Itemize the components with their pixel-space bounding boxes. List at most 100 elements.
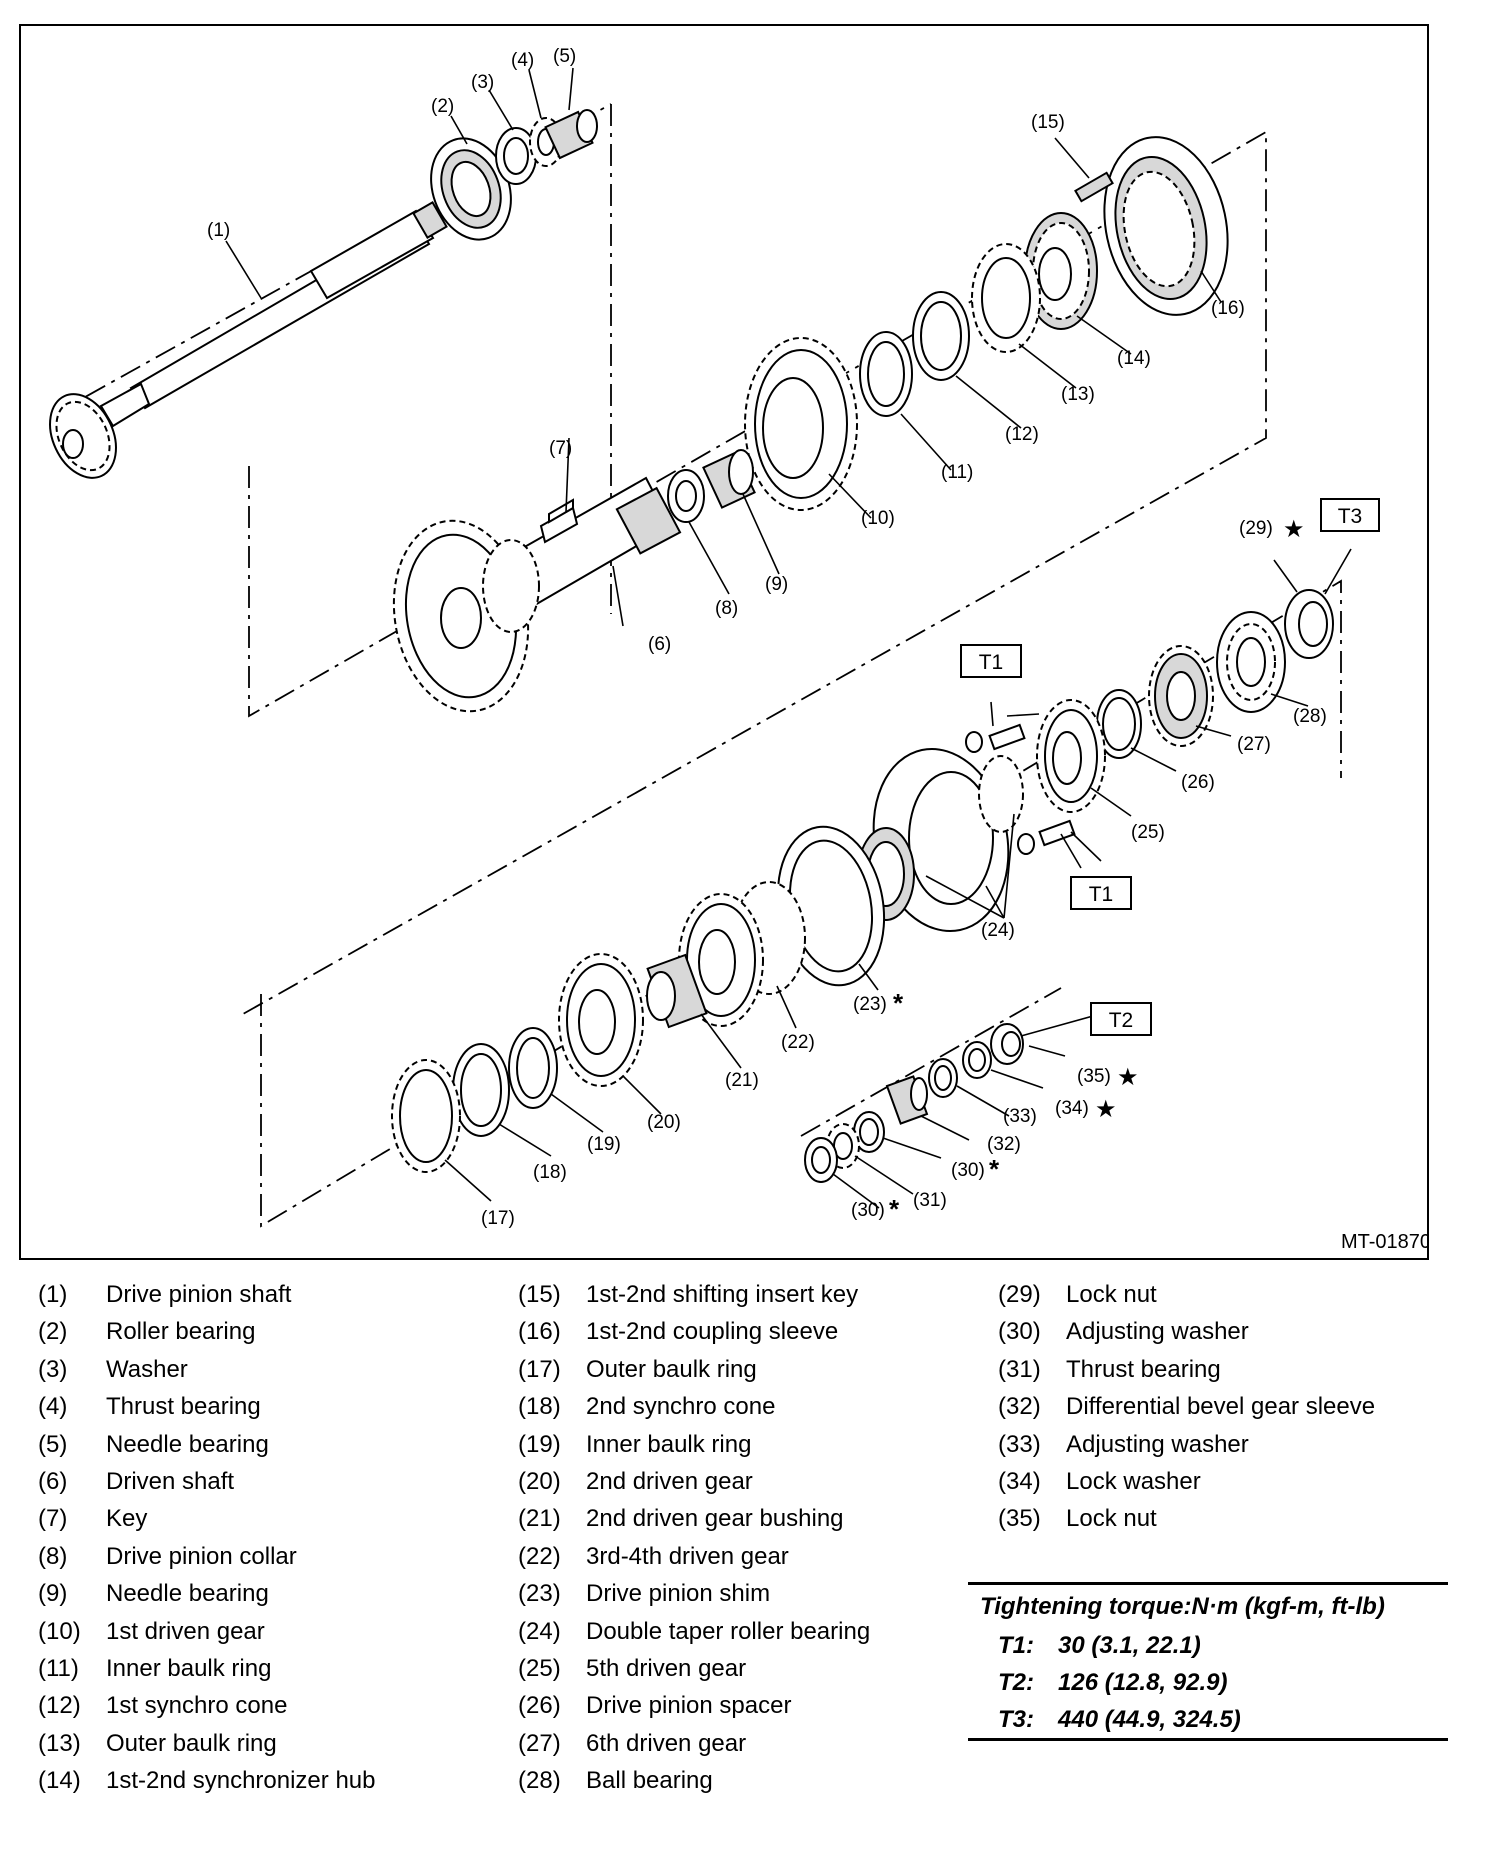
callout-30-lower: (30) <box>851 1200 885 1221</box>
callout-24: (24) <box>981 920 1015 941</box>
torque-key: T1: <box>998 1632 1034 1659</box>
legend-number: (23) <box>518 1580 561 1608</box>
bolt <box>1017 819 1076 855</box>
legend-number: (22) <box>518 1542 561 1570</box>
adjusting-washer <box>853 1111 885 1153</box>
asterisk-mark: * <box>989 1154 1000 1184</box>
legend-number: (10) <box>38 1617 81 1645</box>
legend-label: 2nd driven gear <box>586 1468 753 1495</box>
torque-tag-t1-upper: T1 <box>960 644 1022 678</box>
legend-label: Drive pinion shaft <box>106 1281 292 1308</box>
asterisk-mark: * <box>893 988 904 1018</box>
callout-17: (17) <box>481 1208 515 1229</box>
legend-number: (21) <box>518 1505 561 1533</box>
legend-number: (18) <box>518 1393 561 1421</box>
torque-title: Tightening torque:N·m (kgf-m, ft-lb) <box>980 1593 1385 1620</box>
exploded-view-drawing: T3 T1 T1 T2 (1) (2) (3) (4) (5) (6) (7) … <box>49 46 1427 1253</box>
outer-baulk-ring <box>391 1059 461 1173</box>
parts-legend: (1)Drive pinion shaft(2)Roller bearing(3… <box>0 1280 1504 1840</box>
legend-number: (25) <box>518 1655 561 1682</box>
legend-label: Thrust bearing <box>1066 1355 1221 1383</box>
callout-11: (11) <box>941 462 973 483</box>
lock-nut <box>1284 589 1334 659</box>
legend-label: Lock nut <box>1066 1505 1157 1533</box>
legend-label: 5th driven gear <box>586 1655 747 1682</box>
legend-label: Lock washer <box>1066 1468 1201 1495</box>
callout-8: (8) <box>715 598 738 619</box>
legend-number: (13) <box>38 1729 81 1757</box>
legend-number: (17) <box>518 1355 561 1383</box>
axis-line <box>800 987 1062 1137</box>
figure-code: MT-01870 <box>1341 1231 1427 1253</box>
callout-21: (21) <box>725 1070 759 1091</box>
legend-label: Double taper roller bearing <box>586 1617 871 1645</box>
legend-label: 1st-2nd coupling sleeve <box>586 1318 839 1346</box>
legend-number: (1) <box>38 1281 68 1308</box>
torque-key: T2: <box>998 1669 1034 1696</box>
legend-number: (9) <box>38 1580 68 1608</box>
legend-number: (4) <box>38 1393 68 1421</box>
callout-30-upper: (30) <box>951 1160 985 1181</box>
double-taper-roller-bearing <box>857 747 1024 933</box>
legend-label: Outer baulk ring <box>586 1355 757 1383</box>
torque-key: T3: <box>998 1706 1034 1733</box>
legend-number: (14) <box>38 1767 81 1795</box>
drive-pinion-collar <box>667 469 705 523</box>
legend-label: Lock nut <box>1066 1281 1157 1308</box>
callout-28: (28) <box>1293 706 1327 727</box>
ball-bearing <box>1216 611 1286 713</box>
callout-16: (16) <box>1211 298 1245 319</box>
callout-2: (2) <box>431 96 454 117</box>
tightening-torque-table: Tightening torque:N·m (kgf-m, ft-lb) T1:… <box>968 1582 1448 1741</box>
legend-number: (33) <box>998 1430 1041 1458</box>
legend-number: (3) <box>38 1355 68 1383</box>
5th-driven-gear <box>1036 699 1106 813</box>
table-rule-bottom <box>968 1738 1448 1741</box>
2nd-driven-gear <box>558 953 644 1087</box>
callout-10: (10) <box>861 508 895 529</box>
callout-14: (14) <box>1117 348 1151 369</box>
callouts: (1) (2) (3) (4) (5) (6) (7) (8) (9) (10)… <box>207 46 1327 1229</box>
legend-label: Inner baulk ring <box>586 1430 752 1458</box>
2nd-driven-gear-bushing <box>646 953 708 1029</box>
callout-20: (20) <box>647 1112 681 1133</box>
torque-row-t1: T1: 30 (3.1, 22.1) <box>968 1627 1448 1664</box>
callout-22: (22) <box>781 1032 815 1053</box>
legend-number: (2) <box>38 1318 68 1346</box>
torque-value: 30 (3.1, 22.1) <box>1058 1632 1201 1659</box>
callout-3: (3) <box>471 72 494 93</box>
exploded-view-figure: T3 T1 T1 T2 (1) (2) (3) (4) (5) (6) (7) … <box>19 24 1429 1260</box>
lock-washer <box>962 1041 992 1079</box>
legend-label: Key <box>106 1505 148 1533</box>
legend-number: (35) <box>998 1505 1041 1533</box>
star-mark: ★ <box>1283 516 1305 543</box>
legend-number: (19) <box>518 1430 561 1458</box>
legend-number: (7) <box>38 1505 68 1533</box>
washer <box>495 127 537 185</box>
legend-number: (16) <box>518 1318 561 1346</box>
callout-13: (13) <box>1061 384 1095 405</box>
legend-label: Driven shaft <box>106 1468 235 1495</box>
legend-number: (20) <box>518 1468 561 1495</box>
legend-number: (11) <box>38 1655 79 1682</box>
legend-number: (6) <box>38 1468 68 1495</box>
legend-label: Drive pinion collar <box>106 1542 297 1570</box>
inner-baulk-ring <box>508 1027 558 1109</box>
legend-number: (12) <box>38 1692 81 1720</box>
svg-text:T2: T2 <box>1109 1009 1134 1032</box>
torque-tag-t3: T3 <box>1320 498 1380 532</box>
asterisk-mark: * <box>889 1194 900 1224</box>
legend-number: (5) <box>38 1430 68 1458</box>
legend-label: Inner baulk ring <box>106 1655 272 1682</box>
legend-label: Ball bearing <box>586 1767 713 1795</box>
legend-label: Washer <box>106 1355 188 1383</box>
callout-15: (15) <box>1031 112 1065 133</box>
callout-29: (29) <box>1239 518 1273 539</box>
legend-label: 3rd-4th driven gear <box>586 1542 789 1570</box>
bolt <box>965 723 1026 753</box>
callout-25: (25) <box>1131 822 1165 843</box>
needle-bearing <box>544 109 598 160</box>
callout-12: (12) <box>1005 424 1039 445</box>
callout-26: (26) <box>1181 772 1215 793</box>
coupling-sleeve <box>1103 136 1229 316</box>
